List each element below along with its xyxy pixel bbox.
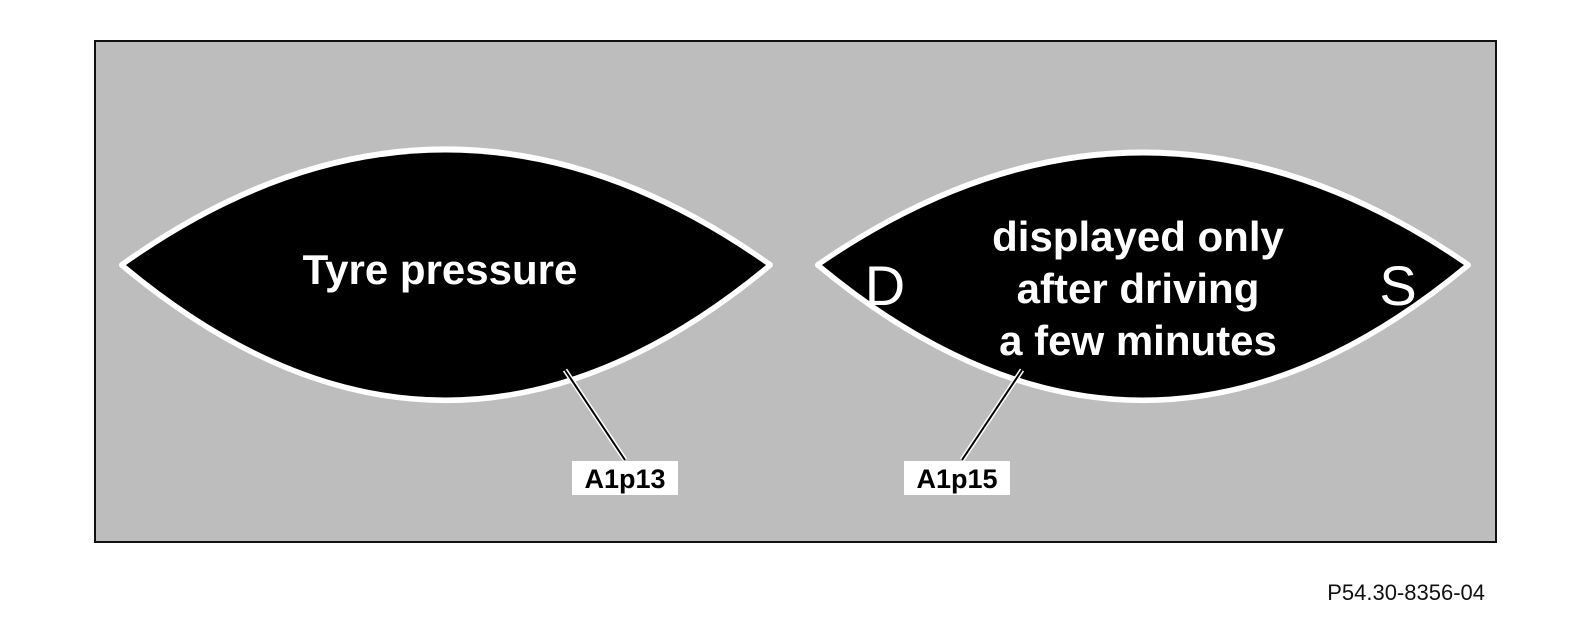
right-callout-box — [904, 461, 1010, 495]
left-display: Tyre pressure — [119, 146, 773, 403]
right-display-line-1: displayed only — [992, 213, 1284, 260]
right-display-screen — [822, 155, 1464, 398]
left-display-text: Tyre pressure — [303, 246, 578, 293]
left-callout-leader — [564, 369, 626, 461]
right-callout-leader — [961, 369, 1023, 461]
right-callout-label: A1p15 — [916, 464, 997, 494]
right-callout: A1p15 — [904, 368, 1025, 495]
left-callout-box — [572, 461, 678, 495]
gear-indicator-d: D — [865, 254, 905, 317]
left-callout: A1p13 — [562, 368, 678, 495]
right-display-line-2: after driving — [1017, 265, 1260, 312]
gear-indicator-s: S — [1379, 254, 1416, 317]
left-callout-label: A1p13 — [584, 464, 665, 494]
figure-code: P54.30-8356-04 — [1327, 580, 1485, 605]
left-display-screen — [126, 152, 766, 398]
right-display-line-3: a few minutes — [999, 317, 1277, 364]
right-display: D S displayed only after driving a few m… — [815, 149, 1471, 403]
